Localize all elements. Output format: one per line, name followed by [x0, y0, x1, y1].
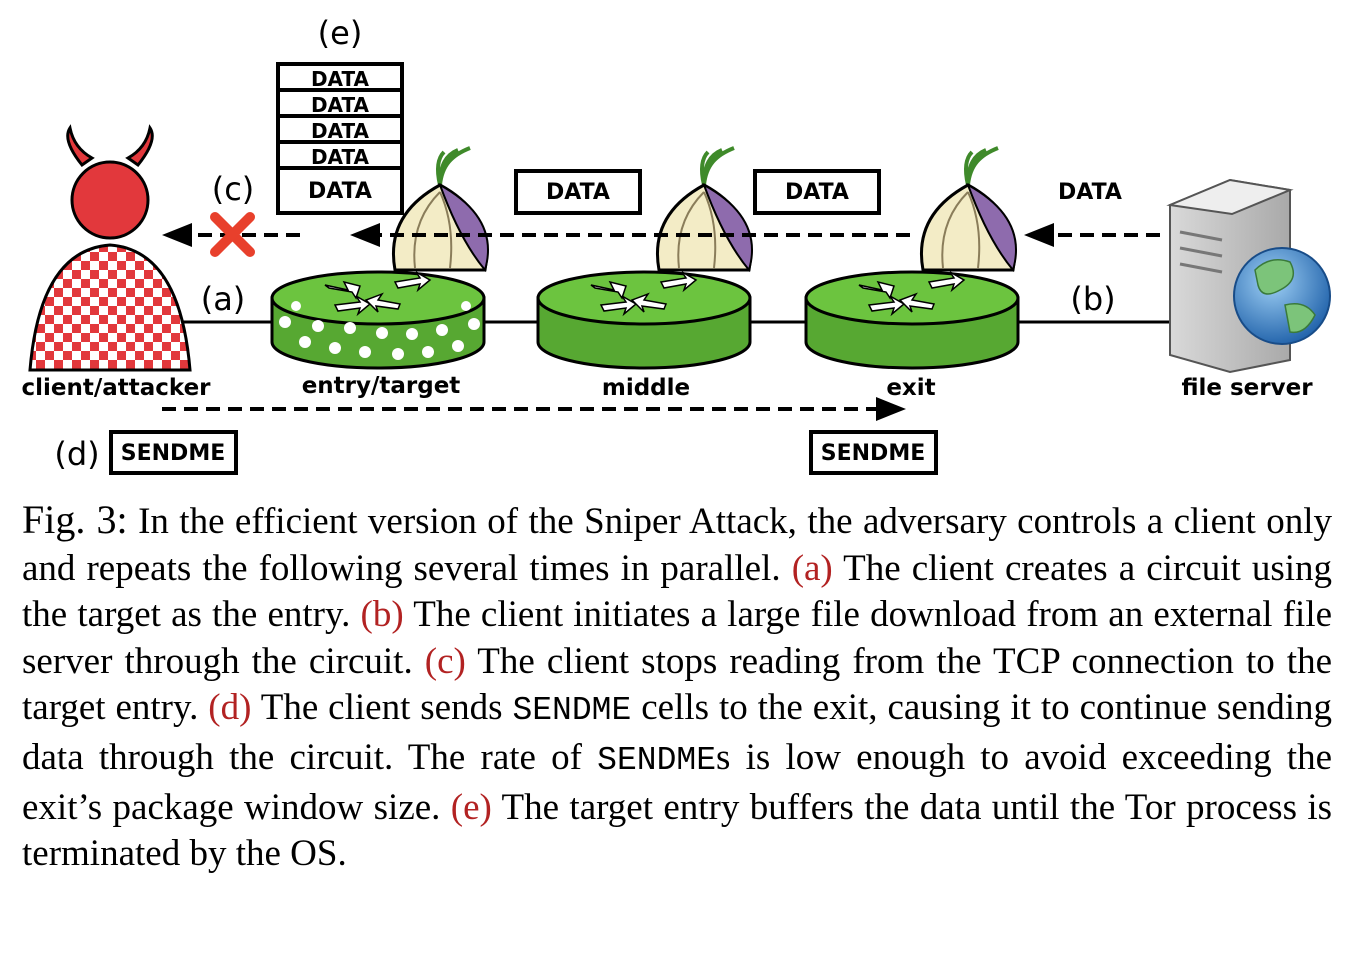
step-label-a: (a) — [201, 280, 246, 318]
caption-text: The client stops reading from the TCP co… — [22, 640, 1333, 729]
data-cell — [514, 169, 642, 215]
data-cell-label: DATA — [1058, 180, 1122, 205]
data-cell-label: DATA — [785, 180, 849, 205]
caption-text: The client sends — [260, 687, 503, 729]
data-cell-label: DATA — [546, 180, 610, 205]
data-cell-label: DATA — [311, 93, 370, 117]
sniper-attack-diagram: DATA DATA DATA DATA DATA (e) DATA DATA D… — [21, 14, 1331, 475]
node-label-exit: exit — [886, 375, 935, 401]
tor-onion-icon — [656, 146, 753, 273]
data-cell-label: DATA — [308, 179, 372, 204]
caption-ref-c: (c) — [424, 640, 466, 682]
sendme-label: SENDME — [121, 441, 225, 466]
caption-ref-a: (a) — [791, 547, 833, 589]
data-cell-label: DATA — [311, 67, 370, 91]
data-cell-label: DATA — [311, 119, 370, 143]
step-label-e: (e) — [318, 14, 363, 52]
figure-caption: Fig. 3: In the efficient version of the … — [22, 497, 1332, 878]
entry-router-icon — [270, 270, 486, 370]
figure-number: Fig. 3: — [22, 497, 128, 542]
step-label-c: (c) — [212, 170, 255, 208]
node-label-entry: entry/target — [302, 373, 461, 399]
tor-onion-icon — [392, 146, 489, 273]
sendme-cell — [809, 430, 938, 475]
middle-router-icon — [536, 270, 752, 370]
caption-text: The client initiates a large file downlo… — [22, 594, 1333, 682]
attacker-icon — [28, 124, 192, 372]
caption-ref-e: (e) — [450, 786, 492, 828]
step-label-b: (b) — [1070, 280, 1115, 318]
node-label-middle: middle — [602, 375, 690, 401]
caption-text: cells to the exit, causing it to continu… — [22, 687, 1333, 778]
file-server-icon — [1166, 178, 1331, 374]
arrow-head — [876, 397, 906, 421]
data-cell-label: DATA — [311, 145, 370, 169]
node-label-server: file server — [1181, 375, 1313, 401]
sendme-label: SENDME — [821, 441, 925, 466]
blocked-read-icon — [210, 212, 255, 257]
caption-code: SENDME — [597, 741, 716, 779]
arrow-head — [350, 223, 380, 247]
arrow-head — [162, 223, 192, 247]
caption-text: s is low enough to avoid exceeding the e… — [22, 736, 1333, 828]
exit-router-icon — [804, 270, 1020, 370]
buffered-data-stack: DATA DATA DATA DATA DATA — [276, 62, 404, 215]
caption-ref-b: (b) — [360, 594, 404, 636]
arrow-head — [1024, 223, 1054, 247]
caption-code: SENDME — [512, 692, 632, 730]
data-cell — [753, 169, 881, 215]
caption-text: The client creates a circuit using the t… — [22, 547, 1332, 636]
step-label-d: (d) — [54, 435, 99, 473]
node-label-client: client/attacker — [21, 375, 211, 401]
sendme-cell — [109, 430, 238, 475]
caption-text: The target entry buffers the data until … — [22, 786, 1333, 875]
caption-ref-d: (d) — [208, 687, 252, 729]
caption-text: In the efficient version of the Sniper A… — [22, 501, 1332, 589]
tor-onion-icon — [920, 146, 1017, 273]
